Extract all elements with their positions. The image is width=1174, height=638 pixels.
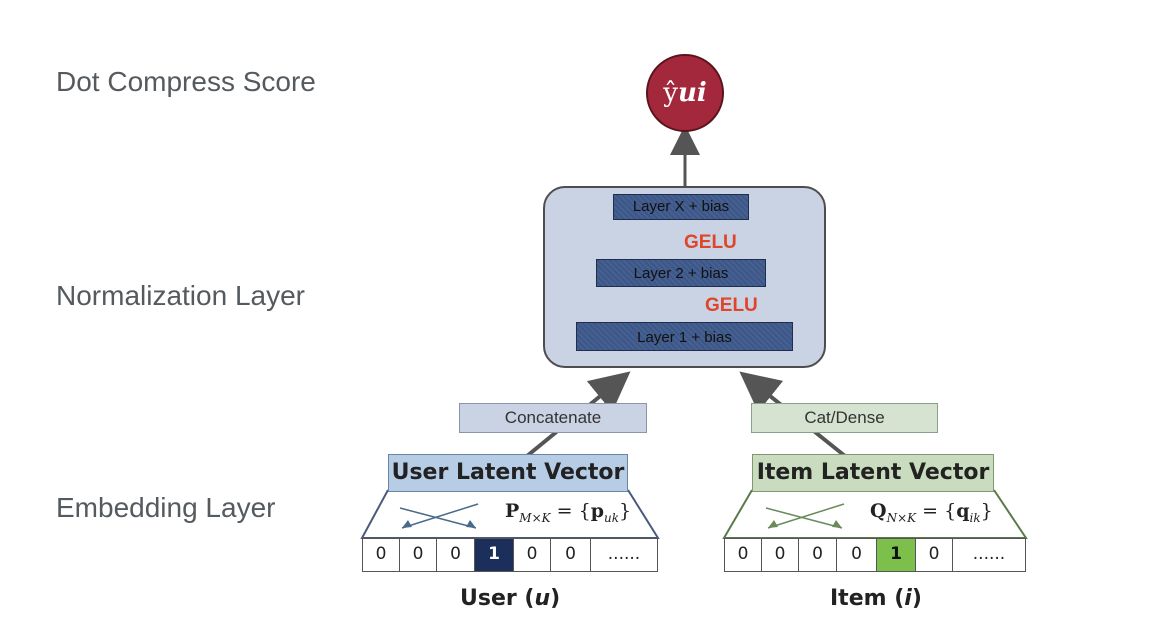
output-sub: ui — [677, 78, 707, 108]
label-embedding-layer: Embedding Layer — [56, 492, 276, 523]
item-cell: 0 — [798, 538, 837, 572]
user-cell: 0 — [399, 538, 437, 572]
gelu-lower: GELU — [705, 295, 758, 316]
layer-2 — [596, 259, 766, 287]
user-cell: 0 — [550, 538, 591, 572]
label-normalization-layer: Normalization Layer — [56, 280, 305, 311]
item-cell-active: 1 — [876, 538, 916, 572]
item-cell-ellipsis: ...... — [952, 538, 1026, 572]
item-cell: 0 — [761, 538, 799, 572]
layer-1-label: Layer 1 + bias — [637, 329, 732, 346]
user-latent-vector: User Latent Vector — [388, 454, 628, 492]
label-dot-compress-score: Dot Compress Score — [56, 66, 316, 97]
item-cell: 0 — [836, 538, 877, 572]
item-cell: 0 — [724, 538, 762, 572]
item-embedding-formula: QN×K = {qik} — [870, 500, 993, 525]
output-score-node: ŷui — [646, 54, 724, 132]
output-hat: ŷ — [663, 78, 678, 108]
layer-2-label: Layer 2 + bias — [633, 265, 729, 282]
layer-1 — [576, 322, 793, 351]
concatenate-pill: Concatenate — [459, 403, 647, 433]
item-latent-vector: Item Latent Vector — [752, 454, 994, 492]
user-cell-active: 1 — [474, 538, 514, 572]
user-label: User (u) — [460, 586, 561, 611]
user-cell: 0 — [513, 538, 551, 572]
user-cell-ellipsis: ...... — [590, 538, 658, 572]
item-cell: 0 — [915, 538, 953, 572]
user-embedding-formula: PM×K = {puk} — [505, 500, 632, 525]
layer-x-label: Layer X + bias — [632, 198, 730, 215]
cat-dense-pill: Cat/Dense — [751, 403, 938, 433]
user-cell: 0 — [362, 538, 400, 572]
item-label: Item (i) — [830, 586, 922, 611]
gelu-upper: GELU — [684, 232, 737, 253]
user-cell: 0 — [436, 538, 475, 572]
layer-x — [613, 194, 749, 220]
